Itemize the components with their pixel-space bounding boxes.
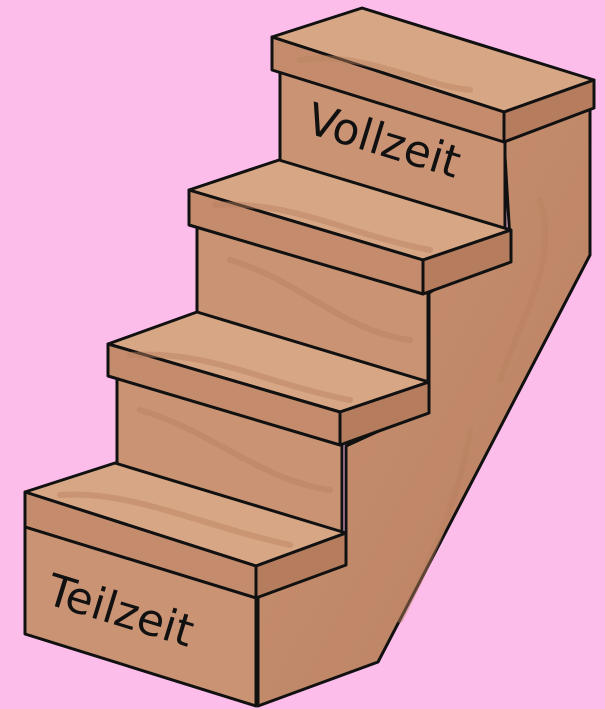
staircase-drawing: Vollzeit Teilzeit [0, 0, 605, 709]
staircase-illustration: Vollzeit Teilzeit [0, 0, 605, 709]
